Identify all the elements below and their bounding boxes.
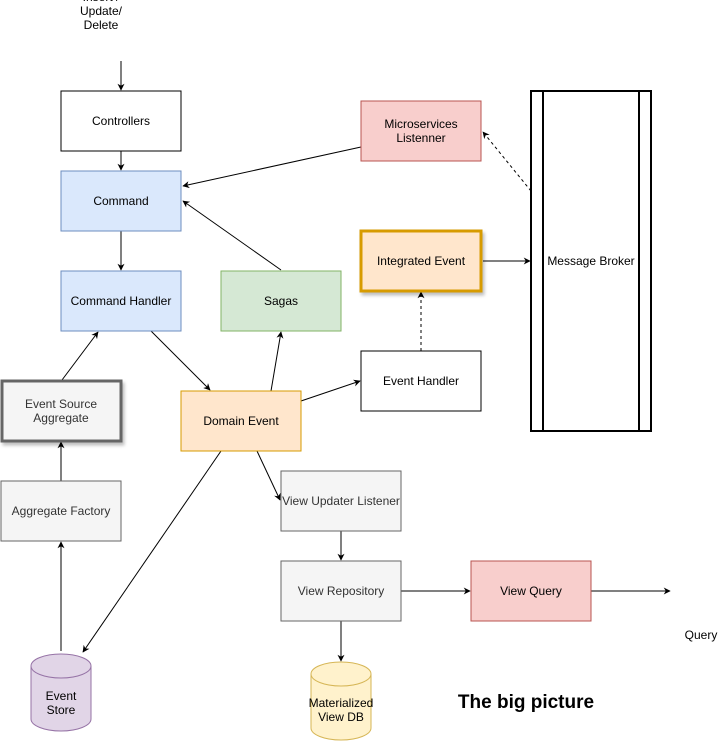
command-label: Command: [93, 194, 148, 208]
query-label: Query: [685, 628, 718, 642]
view-updater-listener-node[interactable]: View Updater Listener: [280, 470, 402, 532]
message-broker-label: Message Broker: [547, 254, 634, 268]
event-handler-node[interactable]: Event Handler: [360, 350, 482, 412]
aggregate-factory-label: Aggregate Factory: [12, 504, 111, 518]
sagas-node[interactable]: Sagas: [220, 270, 342, 332]
edge-message-broker-to-microservices-listener: [482, 131, 532, 192]
edge-sagas-to-command: [182, 200, 282, 271]
command-handler-node[interactable]: Command Handler: [60, 270, 182, 332]
domain-event-node[interactable]: Domain Event: [180, 390, 302, 452]
edge-domain-event-to-event-store: [82, 450, 222, 653]
view-updater-listener-label: View Updater Listener: [282, 494, 400, 508]
controllers-node[interactable]: Controllers: [60, 90, 182, 152]
command-node[interactable]: Command: [60, 170, 182, 232]
aggregate-factory-node[interactable]: Aggregate Factory: [0, 480, 122, 542]
integrated-event-label: Integrated Event: [377, 254, 466, 268]
view-repository-node[interactable]: View Repository: [280, 560, 402, 622]
edge-domain-event-to-event-handler: [300, 379, 361, 402]
controllers-label: Controllers: [92, 114, 150, 128]
edge-command-handler-to-domain-event: [150, 330, 211, 391]
edge-domain-event-to-sagas: [270, 331, 284, 392]
edge-microservices-listener-to-command: [182, 146, 362, 189]
edges: [57, 61, 671, 662]
input-label: Insert /Update/Delete: [80, 0, 123, 32]
view-repository-label: View Repository: [298, 584, 384, 598]
view-query-node[interactable]: View Query: [470, 560, 592, 622]
edge-event-source-to-command-handler: [61, 331, 99, 381]
diagram-title: The big picture: [458, 692, 594, 713]
event-handler-label: Event Handler: [383, 374, 459, 388]
sagas-label: Sagas: [264, 294, 298, 308]
integrated-event-node[interactable]: Integrated Event: [359, 229, 483, 293]
edge-domain-event-to-view-updater: [256, 450, 281, 501]
message-broker-node[interactable]: Message Broker: [530, 90, 652, 432]
command-handler-label: Command Handler: [71, 294, 172, 308]
view-query-label: View Query: [500, 584, 562, 598]
domain-event-label: Domain Event: [203, 414, 279, 428]
